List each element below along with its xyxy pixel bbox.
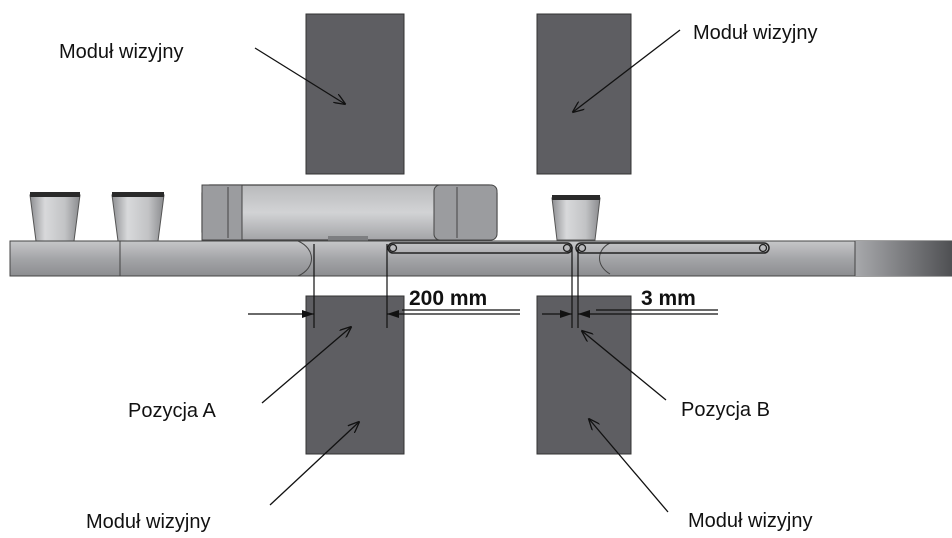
label-module-bottom-left: Moduł wizyjny <box>86 511 210 533</box>
vision-module-top-right <box>536 13 632 175</box>
vision-module-top-left <box>305 13 405 175</box>
label-module-top-left: Moduł wizyjny <box>59 41 183 63</box>
carrier-block <box>201 184 498 242</box>
cup-3 <box>551 195 601 241</box>
label-dimension-200mm: 200 mm <box>409 287 487 310</box>
leader-arrow-top-right <box>573 29 681 112</box>
cup-2 <box>111 192 165 242</box>
leader-arrow-bottom-right <box>589 419 669 513</box>
leader-arrow-position-b <box>582 331 667 401</box>
label-position-b: Pozycja B <box>681 399 770 421</box>
dimension-200mm <box>248 244 520 328</box>
label-position-a: Pozycja A <box>128 400 216 422</box>
leader-arrow-position-a <box>261 327 351 404</box>
vision-module-bottom-right <box>536 295 632 455</box>
leader-arrow-top-left <box>254 47 345 104</box>
label-module-top-right: Moduł wizyjny <box>693 22 817 44</box>
conveyor-rail <box>9 240 952 277</box>
label-module-bottom-right: Moduł wizyjny <box>688 510 812 532</box>
cup-1 <box>29 192 81 242</box>
label-dimension-3mm: 3 mm <box>641 287 696 310</box>
leader-arrow-bottom-left <box>269 422 359 506</box>
dimension-3mm <box>542 247 718 328</box>
vision-module-bottom-left <box>305 295 405 455</box>
